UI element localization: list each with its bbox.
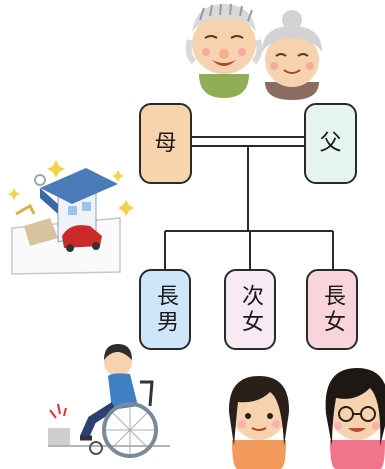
mother-box: 母	[139, 103, 192, 184]
mother-label: 母	[154, 130, 177, 156]
father-box: 父	[304, 103, 357, 184]
father-label: 父	[319, 130, 342, 156]
second-daughter-label: 次女	[238, 283, 263, 336]
second-daughter-box: 次女	[224, 269, 276, 350]
eldest-son-box: 長男	[139, 269, 191, 350]
eldest-daughter-box: 長女	[306, 269, 358, 350]
eldest-son-label: 長男	[153, 283, 178, 336]
eldest-daughter-label: 長女	[320, 283, 345, 336]
